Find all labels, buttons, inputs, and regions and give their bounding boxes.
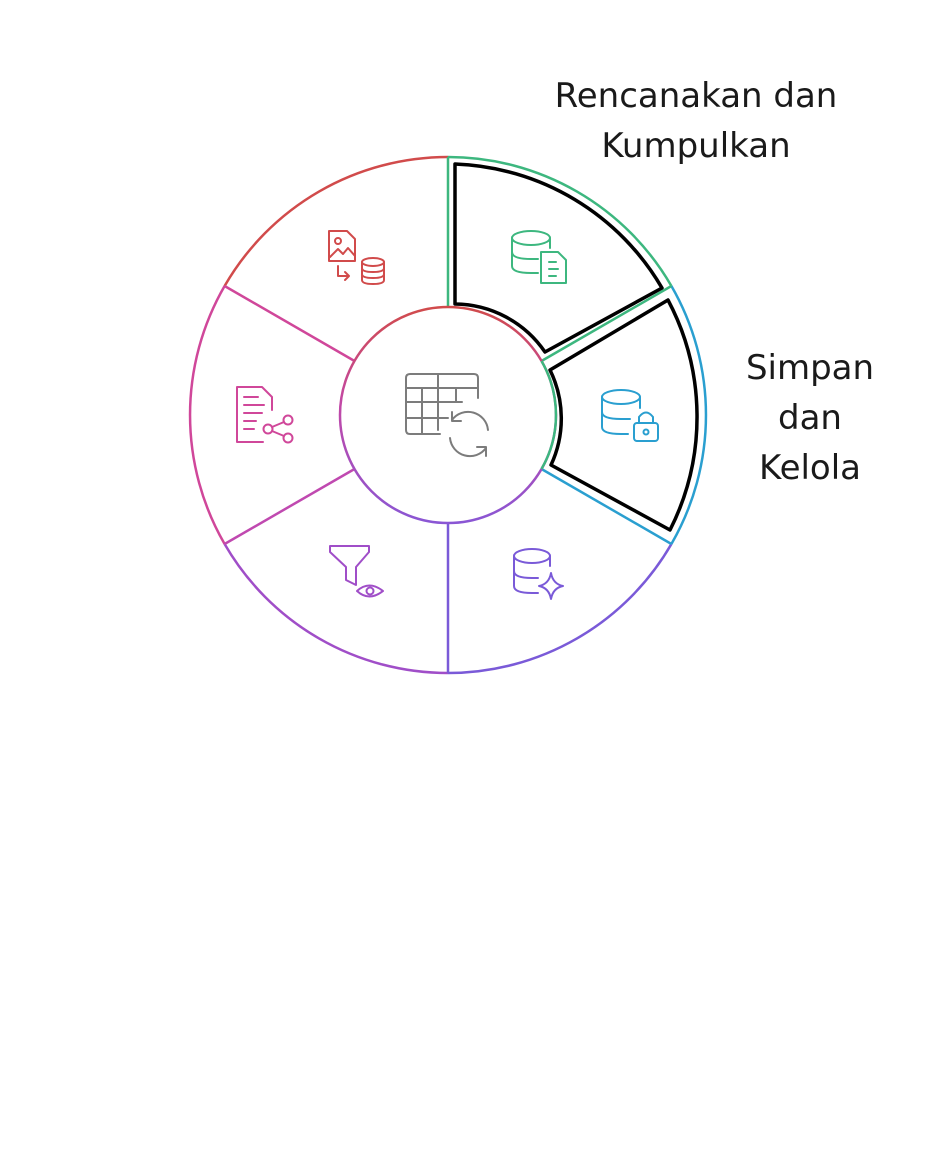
database-lock-icon [601, 389, 659, 442]
label-store-manage-line-2: dan [778, 398, 842, 438]
divider-lower-left [223, 467, 356, 546]
segment-plan-collect-arc [447, 155, 673, 287]
segment-store-manage-highlight[interactable] [548, 298, 699, 532]
image-to-database-icon [328, 230, 385, 285]
label-store-manage: Simpan dan Kelola [712, 343, 908, 493]
segment-plan-collect-highlight[interactable] [453, 162, 664, 354]
center-hub[interactable] [338, 305, 558, 525]
label-store-manage-line-3: Kelola [758, 448, 862, 488]
segment-filter-view-arc [223, 543, 449, 675]
label-plan-collect-line-1: Rencanakan dan [554, 76, 838, 116]
document-share-icon [236, 386, 294, 444]
center-hub-right-arc [540, 360, 558, 470]
label-plan-collect: Rencanakan dan Kumpulkan [520, 71, 872, 171]
divider-upper-right [540, 284, 673, 363]
divider-upper-left [223, 284, 356, 363]
database-document-icon [511, 230, 567, 284]
segment-share-arc [188, 285, 226, 545]
label-plan-collect-line-2: Kumpulkan [601, 126, 791, 166]
segment-enhance-arc [447, 543, 673, 675]
database-sparkle-icon [513, 548, 564, 600]
funnel-eye-icon [329, 545, 384, 598]
table-sync-icon [405, 373, 489, 458]
segment-transfer-arc [223, 155, 449, 287]
label-store-manage-line-1: Simpan [745, 348, 875, 388]
divider-lower-right [540, 467, 673, 546]
segment-store-manage-arc [670, 285, 708, 545]
